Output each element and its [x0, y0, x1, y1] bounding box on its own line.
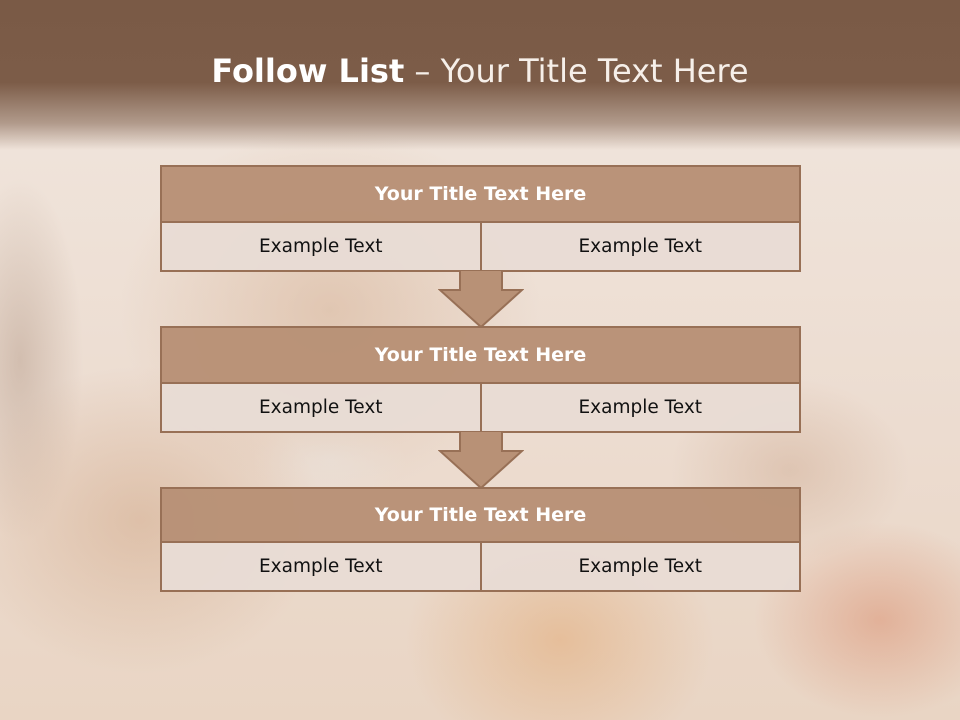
block-cell-left: Example Text	[258, 556, 383, 577]
follow-block-2: Your Title Text Here Example Text Exampl…	[160, 326, 801, 433]
block-title: Your Title Text Here	[160, 165, 801, 223]
block-row: Example Text Example Text	[160, 543, 801, 592]
arrow-down-icon	[438, 270, 524, 328]
block-cell-left: Example Text	[258, 236, 383, 257]
block-cell-right: Example Text	[479, 223, 800, 270]
block-row: Example Text Example Text	[160, 223, 801, 272]
arrow-down-icon	[438, 431, 524, 489]
header-band	[0, 0, 960, 150]
slide-title-rest: – Your Title Text Here	[404, 52, 749, 90]
block-title: Your Title Text Here	[160, 487, 801, 543]
slide-title: Follow List – Your Title Text Here	[0, 52, 960, 90]
block-cell-right: Example Text	[479, 384, 800, 431]
block-cell-right: Example Text	[479, 543, 800, 590]
follow-block-1: Your Title Text Here Example Text Exampl…	[160, 165, 801, 272]
block-title: Your Title Text Here	[160, 326, 801, 384]
slide-title-bold: Follow List	[211, 52, 405, 90]
follow-block-3: Your Title Text Here Example Text Exampl…	[160, 487, 801, 592]
block-cell-left: Example Text	[258, 397, 383, 418]
block-row: Example Text Example Text	[160, 384, 801, 433]
